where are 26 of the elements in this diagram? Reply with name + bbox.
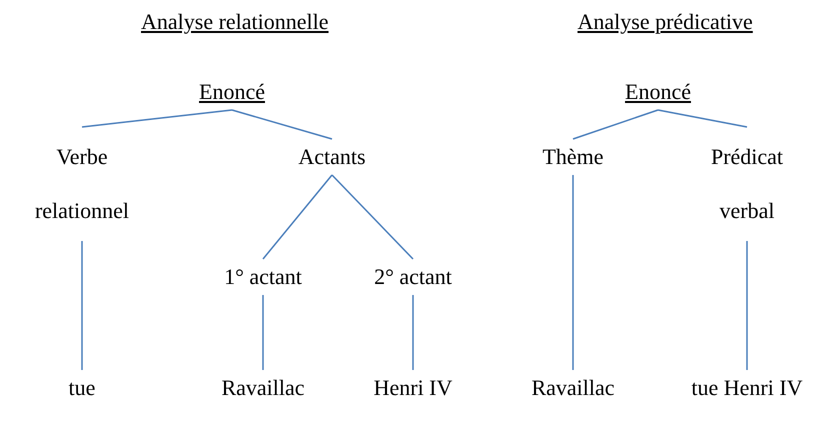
tree-node-label: 2° actant <box>358 262 468 292</box>
tree-node-label: Verbe relationnel <box>12 130 152 238</box>
branch-line <box>262 295 264 370</box>
branch-line <box>572 109 658 140</box>
branch-line <box>232 109 332 140</box>
branch-line <box>412 295 414 370</box>
tree-node-label: Actants <box>277 142 387 172</box>
tree-node-label: Enoncé <box>613 77 703 107</box>
branch-line <box>746 241 748 370</box>
tree-node-label: Ravaillac <box>518 373 628 403</box>
tree-node-label: Enoncé <box>187 77 277 107</box>
branch-line <box>81 241 83 370</box>
tree-node-label: Thème <box>528 142 618 172</box>
section-heading: Analyse relationnelle <box>141 8 329 36</box>
tree-node-label: tue Henri IV <box>672 373 822 403</box>
section-heading: Analyse prédicative <box>578 8 753 36</box>
branch-line <box>262 174 333 260</box>
branch-line <box>331 174 414 260</box>
tree-node-label: tue <box>52 373 112 403</box>
branch-line <box>82 109 232 128</box>
branch-line <box>658 109 748 128</box>
branch-line <box>572 175 574 370</box>
tree-node-label: Henri IV <box>358 373 468 403</box>
tree-node-label: Prédicat verbal <box>687 130 807 238</box>
tree-node-label: 1° actant <box>208 262 318 292</box>
tree-node-label: Ravaillac <box>208 373 318 403</box>
